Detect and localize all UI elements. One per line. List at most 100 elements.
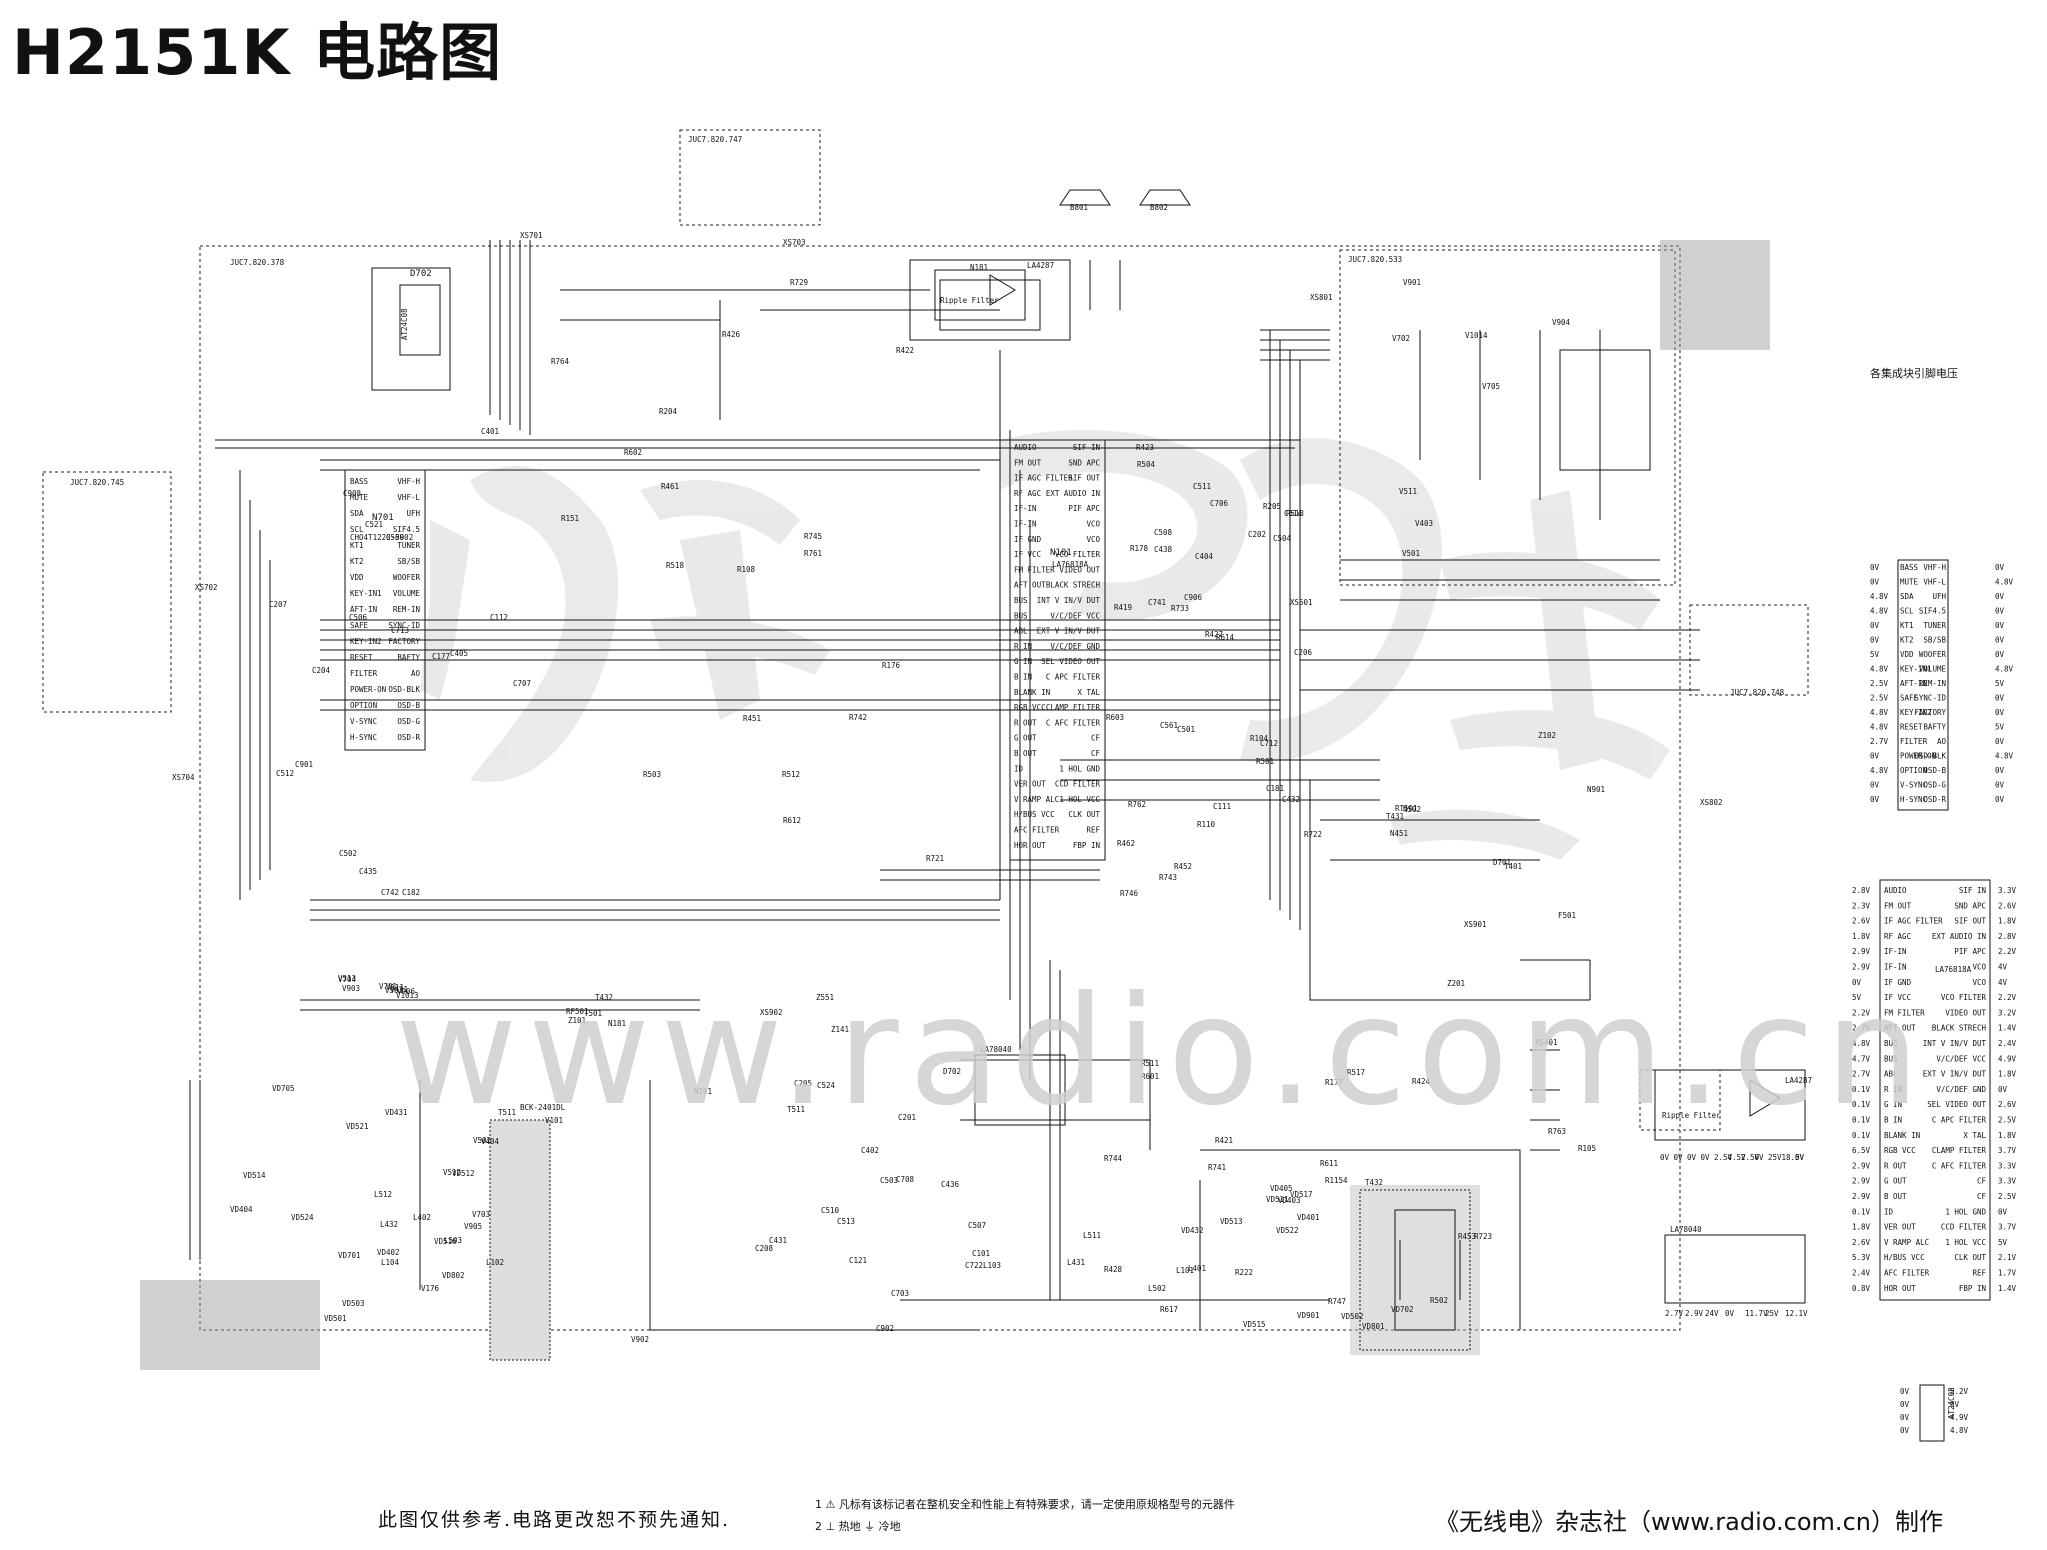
voltage-value: 0V: [1900, 1400, 1910, 1409]
side-n701-pin: FACTORY: [1914, 708, 1946, 717]
t511-transformer: T511 BCK-2401DL: [489, 1103, 566, 1361]
n101-pin-label: V/C/DEF GND: [1050, 642, 1100, 651]
component-ref: V502: [473, 1136, 491, 1145]
n101-pin-label: SEL VIDEO OUT: [1041, 657, 1100, 666]
component-ref: RF501: [566, 1007, 589, 1016]
voltage-value: 3.3V: [1998, 886, 2017, 895]
component-ref: R761: [804, 549, 822, 558]
component-ref: R721: [926, 854, 944, 863]
side-n101-pin: AUDIO: [1884, 886, 1907, 895]
voltage-value: 0V: [1870, 578, 1880, 587]
n101-pin-label: IF AGC FILTER: [1014, 474, 1073, 483]
n701-pin-label: OSD-B: [397, 701, 420, 710]
n101-pin-label: CF: [1091, 749, 1101, 758]
component-ref: V1014: [1465, 331, 1488, 340]
n701-pin-label: SB/SB: [397, 557, 420, 566]
side-n701-pin: SAFE: [1900, 694, 1919, 703]
side-n101-pin: V/C/DEF VCC: [1936, 1054, 1986, 1063]
side-n701-pin: KT1: [1900, 621, 1914, 630]
side-n101-pin: FM OUT: [1884, 901, 1912, 910]
voltage-value: 4.8V: [1852, 1039, 1871, 1048]
component-ref: C202: [1248, 530, 1266, 539]
side-n701-pin: SDA: [1900, 592, 1914, 601]
side-n101-pin: C AFC FILTER: [1932, 1161, 1987, 1170]
voltage-value: 2.1V: [1998, 1253, 2017, 1262]
component-ref: Z141: [831, 1025, 849, 1034]
side-n101-pin: HOR OUT: [1884, 1284, 1916, 1293]
component-ref: VD517: [1290, 1190, 1313, 1199]
n701-pin-label: SAFE: [350, 621, 369, 630]
n701-pin-label: SYNC-ID: [388, 621, 420, 630]
component-ref: V501: [1402, 549, 1420, 558]
component-ref: T432: [595, 993, 613, 1002]
component-ref: F501: [1558, 911, 1576, 920]
side-n101-pin: IF-IN: [1884, 947, 1907, 956]
voltage-value: 2.7V: [1852, 1070, 1871, 1079]
side-n101-pin: SIF IN: [1959, 886, 1986, 895]
n701-pin-label: KEY-IN1: [350, 589, 382, 598]
component-ref: R426: [722, 330, 741, 339]
n701-pin-label: KT1: [350, 541, 364, 550]
side-n701-left-pins: BASSMUTESDASCLKT1KT2VDDKEY-IN1AFT-INSAFE…: [1900, 563, 1936, 804]
component-ref: R518: [666, 561, 685, 570]
n701-left-pins: BASSMUTESDASCLKT1KT2VDDKEY-IN1AFT-INSAFE…: [350, 477, 386, 742]
component-ref: R603: [1106, 713, 1124, 722]
voltage-value: 0.1V: [1852, 1207, 1871, 1216]
n101-pin-label: BUS: [1014, 596, 1028, 605]
side-n101-pin: SEL VIDEO OUT: [1927, 1100, 1986, 1109]
wiring: [189, 240, 1700, 1331]
n701-chip: N701 CHO4T1220-5002: [344, 469, 426, 751]
side-n101-pin: 1 HOL GND: [1945, 1207, 1986, 1216]
component-ref: Z101: [568, 1016, 586, 1025]
voltage-value: 1.8V: [1998, 1131, 2017, 1140]
n101-pin-label: X TAL: [1077, 688, 1100, 697]
side-n101-right-voltages: 3.3V2.6V1.8V2.8V2.2V4V4V2.2V3.2V1.4V2.4V…: [1998, 886, 2017, 1293]
voltage-value: 4.8V: [1870, 708, 1889, 717]
voltage-value: 2.9V: [1852, 963, 1871, 972]
side-n701-pin: AFT-IN: [1900, 679, 1927, 688]
voltage-value: 0V: [1995, 795, 2005, 804]
side-n101-pin: BLACK STRECH: [1932, 1024, 1987, 1033]
n101-pin-label: BUS: [1014, 611, 1028, 620]
n101-pin-label: G OUT: [1014, 734, 1037, 743]
component-ref: C708: [896, 1175, 915, 1184]
component-ref: L104: [381, 1258, 400, 1267]
component-ref: C181: [1266, 784, 1284, 793]
component-ref: R503: [643, 770, 661, 779]
component-ref: R764: [551, 357, 570, 366]
side-n701-pin: WOOFER: [1919, 650, 1947, 659]
component-ref: C177: [432, 652, 450, 661]
side-n101-pin: B OUT: [1884, 1192, 1907, 1201]
la4287-ref: N181: [970, 263, 988, 272]
component-ref: T401: [1504, 862, 1522, 871]
voltage-value: 4V: [1998, 963, 2008, 972]
component-ref: C514: [1284, 509, 1303, 518]
component-ref: C204: [312, 666, 331, 675]
n701-pin-label: SIF4.5: [393, 525, 420, 534]
n101-pin-label: ABL: [1014, 627, 1028, 636]
voltage-value: 4.8V: [1870, 665, 1889, 674]
side-n101-pin: RGB VCC: [1884, 1146, 1916, 1155]
side-n101-pin: EXT AUDIO IN: [1932, 932, 1986, 941]
voltage-value: 5V: [1995, 679, 2005, 688]
n701-pin-label: UFH: [406, 509, 420, 518]
voltage-value: 2.9V: [1852, 1177, 1871, 1186]
voltage-value: 2.3V: [1852, 901, 1871, 910]
component-ref: VD705: [272, 1084, 295, 1093]
xs701-label: XS701: [520, 231, 543, 240]
side-n101-pin: BLANK IN: [1884, 1131, 1920, 1140]
component-ref: C401: [481, 427, 499, 436]
side-n101-pin: CLAMP FILTER: [1932, 1146, 1987, 1155]
voltage-value: 2.5V: [1870, 679, 1889, 688]
voltage-value: 24V: [1705, 1309, 1719, 1318]
side-n701-pin: VOLUME: [1919, 665, 1947, 674]
n701-pin-label: SDA: [350, 509, 364, 518]
component-ref: L512: [374, 1190, 392, 1199]
n701-pin-label: KT2: [350, 557, 364, 566]
voltage-value: 0V: [1900, 1387, 1910, 1396]
component-ref: R421: [1215, 1136, 1233, 1145]
d702-eeprom: D702 AT24C08: [371, 267, 451, 391]
